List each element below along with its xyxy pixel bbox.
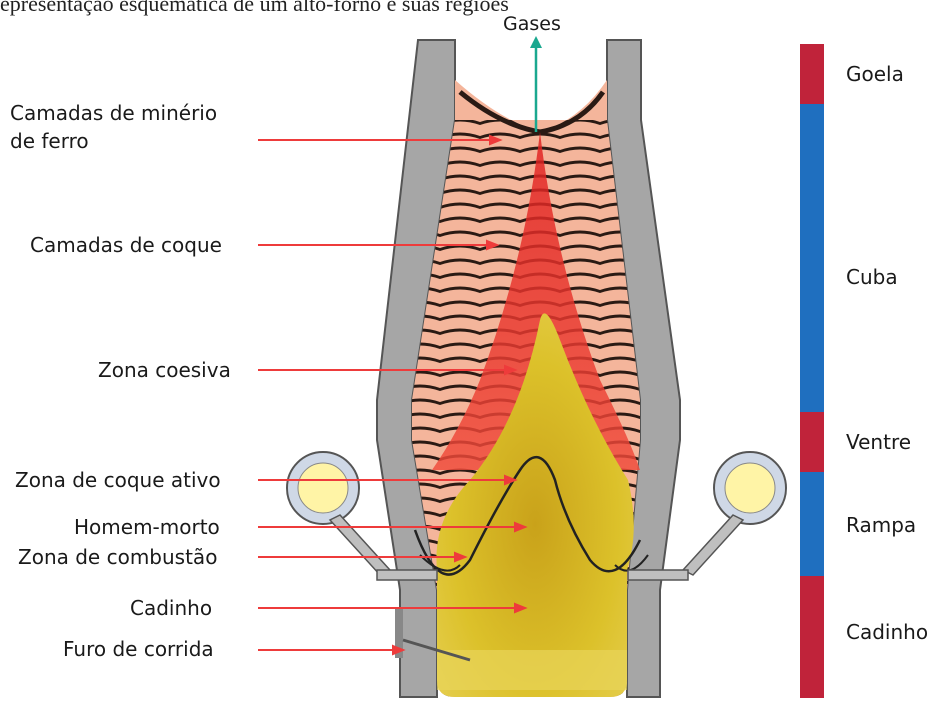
- region-bar-ventre: [800, 412, 824, 472]
- region-label-ventre: Ventre: [846, 430, 911, 454]
- label-cohesive-zone: Zona coesiva: [98, 356, 231, 384]
- label-coke-layers: Camadas de coque: [30, 231, 222, 259]
- label-active-coke-zone: Zona de coque ativo: [15, 466, 221, 494]
- region-bar-cuba: [800, 104, 824, 412]
- label-iron-ore-layers: Camadas de minério de ferro: [10, 99, 245, 155]
- label-dead-man: Homem-morto: [74, 513, 220, 541]
- region-label-cuba: Cuba: [846, 265, 898, 289]
- label-tap-hole: Furo de corrida: [63, 635, 214, 663]
- region-bar-cadinho: [800, 576, 824, 698]
- region-bar-rampa: [800, 472, 824, 576]
- region-bar-goela: [800, 44, 824, 104]
- region-label-cadinho: Cadinho: [846, 620, 928, 644]
- label-combustion-zone: Zona de combustão: [18, 543, 217, 571]
- region-label-goela: Goela: [846, 62, 904, 86]
- region-label-rampa: Rampa: [846, 513, 916, 537]
- gases-label: Gases: [503, 13, 561, 35]
- label-hearth: Cadinho: [130, 594, 212, 622]
